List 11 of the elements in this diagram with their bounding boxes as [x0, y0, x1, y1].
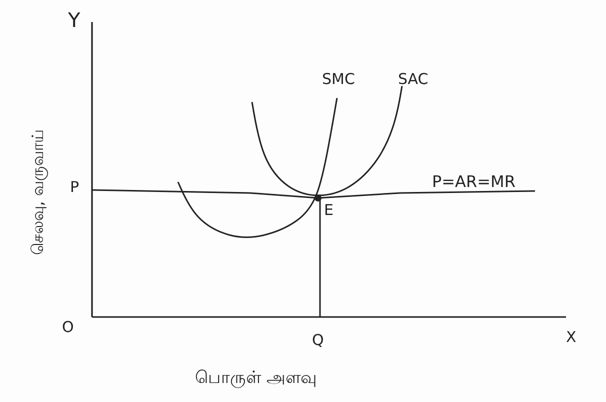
graph-label: Q: [312, 333, 324, 348]
graph-label: SAC: [398, 72, 428, 87]
graph-label: P: [70, 180, 80, 195]
axis-title: செலவு, வருவாய்: [30, 128, 46, 256]
axis-title: பொருள் அளவு: [195, 370, 316, 387]
graph-label: Y: [68, 10, 80, 30]
graph-label: O: [62, 320, 74, 335]
graph-label: E: [324, 203, 334, 218]
graph-label: X: [566, 330, 576, 345]
graph-label: SMC: [322, 72, 355, 87]
graph-label: P=AR=MR: [432, 174, 516, 190]
